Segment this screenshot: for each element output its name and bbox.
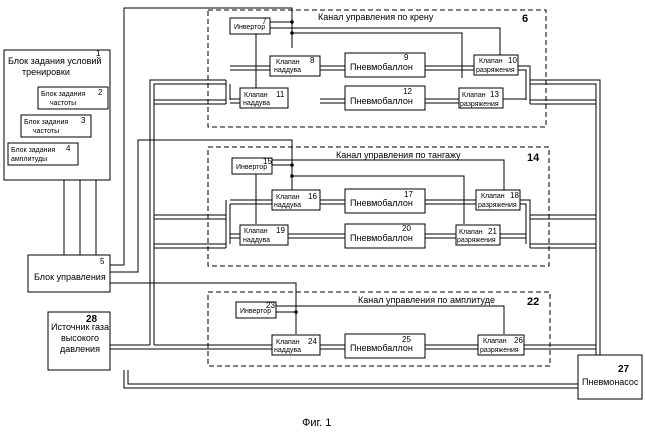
- svg-text:15: 15: [263, 157, 272, 166]
- svg-text:26: 26: [514, 336, 523, 345]
- svg-text:3: 3: [81, 116, 86, 125]
- svg-text:наддува: наддува: [243, 100, 270, 107]
- channel-14: Канал управления по тангажу 14 Инвертор …: [208, 147, 549, 266]
- svg-text:Пневмобаллон: Пневмобаллон: [350, 96, 413, 106]
- svg-text:наддува: наддува: [274, 347, 301, 354]
- svg-text:наддува: наддува: [274, 202, 301, 209]
- svg-text:18: 18: [510, 191, 519, 200]
- unit-28: Источник газа высокого давления 28: [48, 312, 110, 370]
- svg-text:4: 4: [66, 144, 71, 153]
- svg-text:частоты: частоты: [33, 128, 59, 135]
- svg-text:2: 2: [98, 88, 103, 97]
- unit-1-label-2: тренировки: [22, 67, 70, 77]
- svg-text:разряжения: разряжения: [457, 237, 496, 244]
- svg-text:22: 22: [527, 296, 539, 308]
- unit-5: Блок управления 5: [28, 255, 110, 292]
- svg-text:разряжения: разряжения: [480, 347, 519, 354]
- svg-text:27: 27: [618, 364, 630, 375]
- svg-text:10: 10: [508, 56, 517, 65]
- unit-2: Блок задания частоты 2: [38, 87, 108, 109]
- svg-text:Пневмонасос: Пневмонасос: [582, 377, 639, 387]
- svg-text:8: 8: [310, 56, 315, 65]
- svg-text:Клапан: Клапан: [481, 193, 505, 200]
- channel-14-title: Канал управления по тангажу: [336, 150, 461, 160]
- svg-text:Пневмобаллон: Пневмобаллон: [350, 233, 413, 243]
- svg-text:Источник газа: Источник газа: [51, 322, 109, 332]
- svg-text:28: 28: [86, 314, 98, 325]
- svg-text:19: 19: [276, 226, 285, 235]
- unit-1-number: 1: [96, 49, 101, 58]
- svg-text:Клапан: Клапан: [276, 339, 300, 346]
- svg-text:Клапан: Клапан: [244, 228, 268, 235]
- svg-text:Клапан: Клапан: [462, 92, 486, 99]
- svg-text:7: 7: [262, 17, 267, 26]
- svg-text:Блок задания: Блок задания: [41, 91, 85, 98]
- svg-text:разряжения: разряжения: [478, 202, 517, 209]
- svg-text:частоты: частоты: [50, 100, 76, 107]
- channel-6-title: Канал управления по крену: [318, 12, 434, 22]
- svg-text:24: 24: [308, 337, 317, 346]
- svg-text:Клапан: Клапан: [276, 59, 300, 66]
- svg-text:23: 23: [266, 301, 275, 310]
- figure-caption: Фиг. 1: [302, 417, 331, 429]
- svg-text:13: 13: [490, 90, 499, 99]
- svg-text:14: 14: [527, 152, 540, 164]
- svg-text:Клапан: Клапан: [276, 194, 300, 201]
- svg-text:Инвертор: Инвертор: [234, 24, 265, 31]
- svg-text:Клапан: Клапан: [483, 338, 507, 345]
- unit-3: Блок задания частоты 3: [21, 115, 91, 137]
- svg-text:Клапан: Клапан: [459, 229, 483, 236]
- svg-text:Блок управления: Блок управления: [34, 272, 106, 282]
- channel-22-title: Канал управления по амплитуде: [358, 295, 495, 305]
- svg-text:16: 16: [308, 192, 317, 201]
- channel-22: Канал управления по амплитуде 22 Инверто…: [208, 292, 550, 366]
- svg-text:Блок задания: Блок задания: [11, 147, 55, 154]
- svg-text:Клапан: Клапан: [244, 92, 268, 99]
- svg-text:Пневмобаллон: Пневмобаллон: [350, 62, 413, 72]
- svg-text:Пневмобаллон: Пневмобаллон: [350, 343, 413, 353]
- svg-text:разряжения: разряжения: [460, 101, 499, 108]
- svg-text:25: 25: [402, 335, 411, 344]
- svg-text:Пневмобаллон: Пневмобаллон: [350, 198, 413, 208]
- svg-text:амплитуды: амплитуды: [11, 156, 47, 163]
- svg-text:6: 6: [522, 13, 528, 25]
- unit-4: Блок задания амплитуды 4: [8, 143, 78, 165]
- svg-text:наддува: наддува: [243, 237, 270, 244]
- svg-text:11: 11: [276, 90, 285, 99]
- svg-text:20: 20: [402, 224, 411, 233]
- svg-text:21: 21: [488, 227, 497, 236]
- svg-text:давления: давления: [60, 344, 100, 354]
- svg-text:12: 12: [403, 87, 412, 96]
- svg-text:высокого: высокого: [61, 333, 99, 343]
- svg-text:9: 9: [404, 53, 409, 62]
- svg-text:5: 5: [100, 257, 105, 266]
- unit-27: Пневмонасос 27: [578, 355, 642, 399]
- svg-text:17: 17: [404, 190, 413, 199]
- svg-text:Блок задания: Блок задания: [24, 119, 68, 126]
- svg-text:Клапан: Клапан: [479, 58, 503, 65]
- svg-text:наддува: наддува: [274, 67, 301, 74]
- svg-text:разряжения: разряжения: [476, 67, 515, 74]
- unit-1-label-1: Блок задания условий: [8, 56, 101, 66]
